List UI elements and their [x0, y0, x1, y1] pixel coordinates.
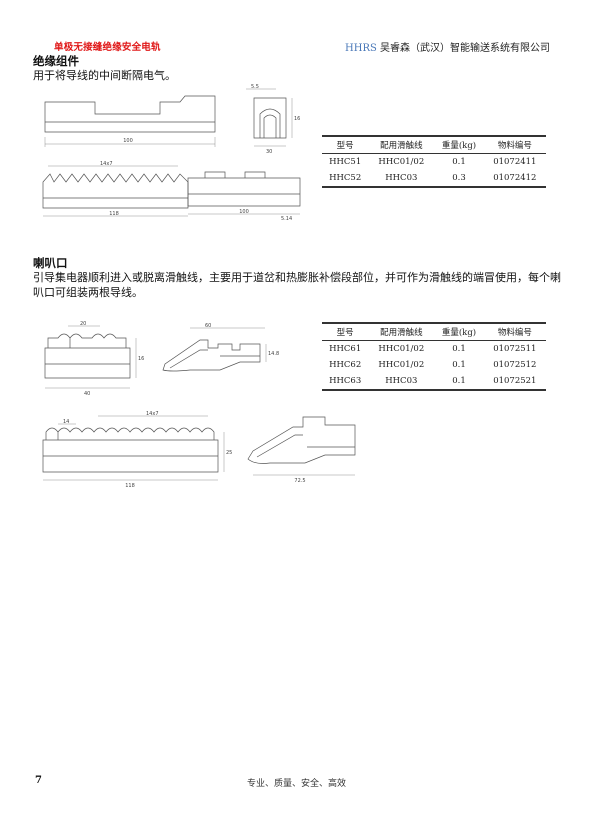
table-cell: HHC61	[329, 344, 362, 354]
table-header-row: 型号 配用滑触线 重量(kg) 物料编号	[322, 135, 546, 154]
dim-label: 16	[138, 356, 144, 362]
table-cell: HHC51	[329, 157, 362, 167]
table-header: 重量(kg)	[434, 135, 484, 154]
dim-label: 40	[84, 391, 90, 397]
insulation-base-drawing: 100 5.14	[187, 171, 301, 222]
dim-label: 118	[125, 483, 135, 489]
dim-label: 25	[226, 450, 232, 456]
table-cell: 0.1	[452, 157, 466, 167]
table-row: HHC63 HHC03 0.1 01072521	[322, 373, 546, 391]
table-cell: HHC62	[329, 360, 362, 370]
table-cell: 01072512	[493, 360, 537, 370]
company-header: HHRS 吴睿森（武汉）智能输送系统有限公司	[345, 39, 550, 54]
table-cell: 01072511	[493, 344, 537, 354]
dim-label: 14	[63, 419, 69, 425]
document-series-title: 单极无接缝绝缘安全电轨	[54, 42, 161, 53]
bell-mouth-side-drawing: 60 14.8	[162, 323, 279, 372]
dim-label: 5.14	[281, 216, 292, 222]
table-header: 重量(kg)	[434, 322, 484, 341]
table-cell: 01072411	[493, 157, 537, 167]
dim-label: 20	[80, 321, 86, 327]
bell-mouth-side-large-drawing: 72.5	[247, 416, 356, 484]
dim-label: 5.5	[251, 84, 259, 90]
dim-label: 14x7	[100, 161, 113, 167]
table-cell: HHC01/02	[378, 360, 425, 370]
table-cell: HHC01/02	[378, 157, 425, 167]
table-cell: 01072521	[483, 373, 546, 391]
section-desc-bell-mouth: 引导集电器顺利进入或脱离滑触线，主要用于道岔和热膨胀补偿段部位，并可作为滑触线的…	[33, 271, 561, 299]
table-row: HHC61 HHC01/02 0.1 01072511	[322, 341, 546, 358]
section-desc-insulation: 用于将导线的中间断隔电气。	[33, 69, 176, 82]
dim-label: 16	[294, 116, 300, 122]
bell-mouth-spec-table: 型号 配用滑触线 重量(kg) 物料编号 HHC61 HHC01/02 0.1 …	[322, 322, 546, 391]
table-cell: HHC03	[368, 373, 435, 391]
dim-label: 60	[205, 323, 211, 329]
table-cell: HHC52	[322, 170, 369, 188]
table-cell: 0.3	[434, 170, 484, 188]
company-name: 吴睿森（武汉）智能输送系统有限公司	[380, 43, 551, 54]
table-header: 配用滑触线	[368, 322, 435, 341]
table-cell: HHC01/02	[378, 344, 425, 354]
table-header: 物料编号	[483, 135, 546, 154]
table-cell: 0.1	[452, 360, 466, 370]
table-cell: 0.1	[452, 344, 466, 354]
footer-slogan: 专业、质量、安全、高效	[246, 779, 346, 789]
table-row: HHC62 HHC01/02 0.1 01072512	[322, 357, 546, 373]
section-title-insulation: 绝缘组件	[33, 54, 79, 68]
table-cell: 0.1	[434, 373, 484, 391]
bell-mouth-comb-drawing: 14x7 14 25 118	[42, 411, 232, 489]
table-header: 型号	[322, 322, 369, 341]
bell-mouth-front-drawing: 20 16 40	[44, 321, 144, 397]
table-cell: HHC63	[322, 373, 369, 391]
dim-label: 100	[239, 209, 249, 215]
table-row: HHC51 HHC01/02 0.1 01072411	[322, 154, 546, 171]
dim-label: 72.5	[294, 478, 305, 484]
dim-label: 14.8	[268, 351, 279, 357]
insulation-comb-drawing: 14x7 118	[42, 161, 189, 217]
dim-label: 118	[109, 211, 119, 217]
table-header: 型号	[322, 135, 369, 154]
section-title-bell-mouth: 喇叭口	[33, 256, 68, 270]
table-header: 物料编号	[483, 322, 546, 341]
page-number: 7	[35, 775, 42, 786]
dim-label: 100	[123, 138, 133, 144]
table-header: 配用滑触线	[368, 135, 435, 154]
table-row: HHC52 HHC03 0.3 01072412	[322, 170, 546, 188]
insulation-side-drawing: 100	[44, 95, 216, 147]
table-header-row: 型号 配用滑触线 重量(kg) 物料编号	[322, 322, 546, 341]
dim-label: 14x7	[146, 411, 159, 417]
brand-name: HHRS	[345, 43, 377, 54]
insulation-section-drawing: 5.5 16 30	[246, 84, 300, 155]
table-cell: HHC03	[368, 170, 435, 188]
dim-label: 30	[266, 149, 272, 155]
table-cell: 01072412	[483, 170, 546, 188]
insulation-spec-table: 型号 配用滑触线 重量(kg) 物料编号 HHC51 HHC01/02 0.1 …	[322, 135, 546, 188]
